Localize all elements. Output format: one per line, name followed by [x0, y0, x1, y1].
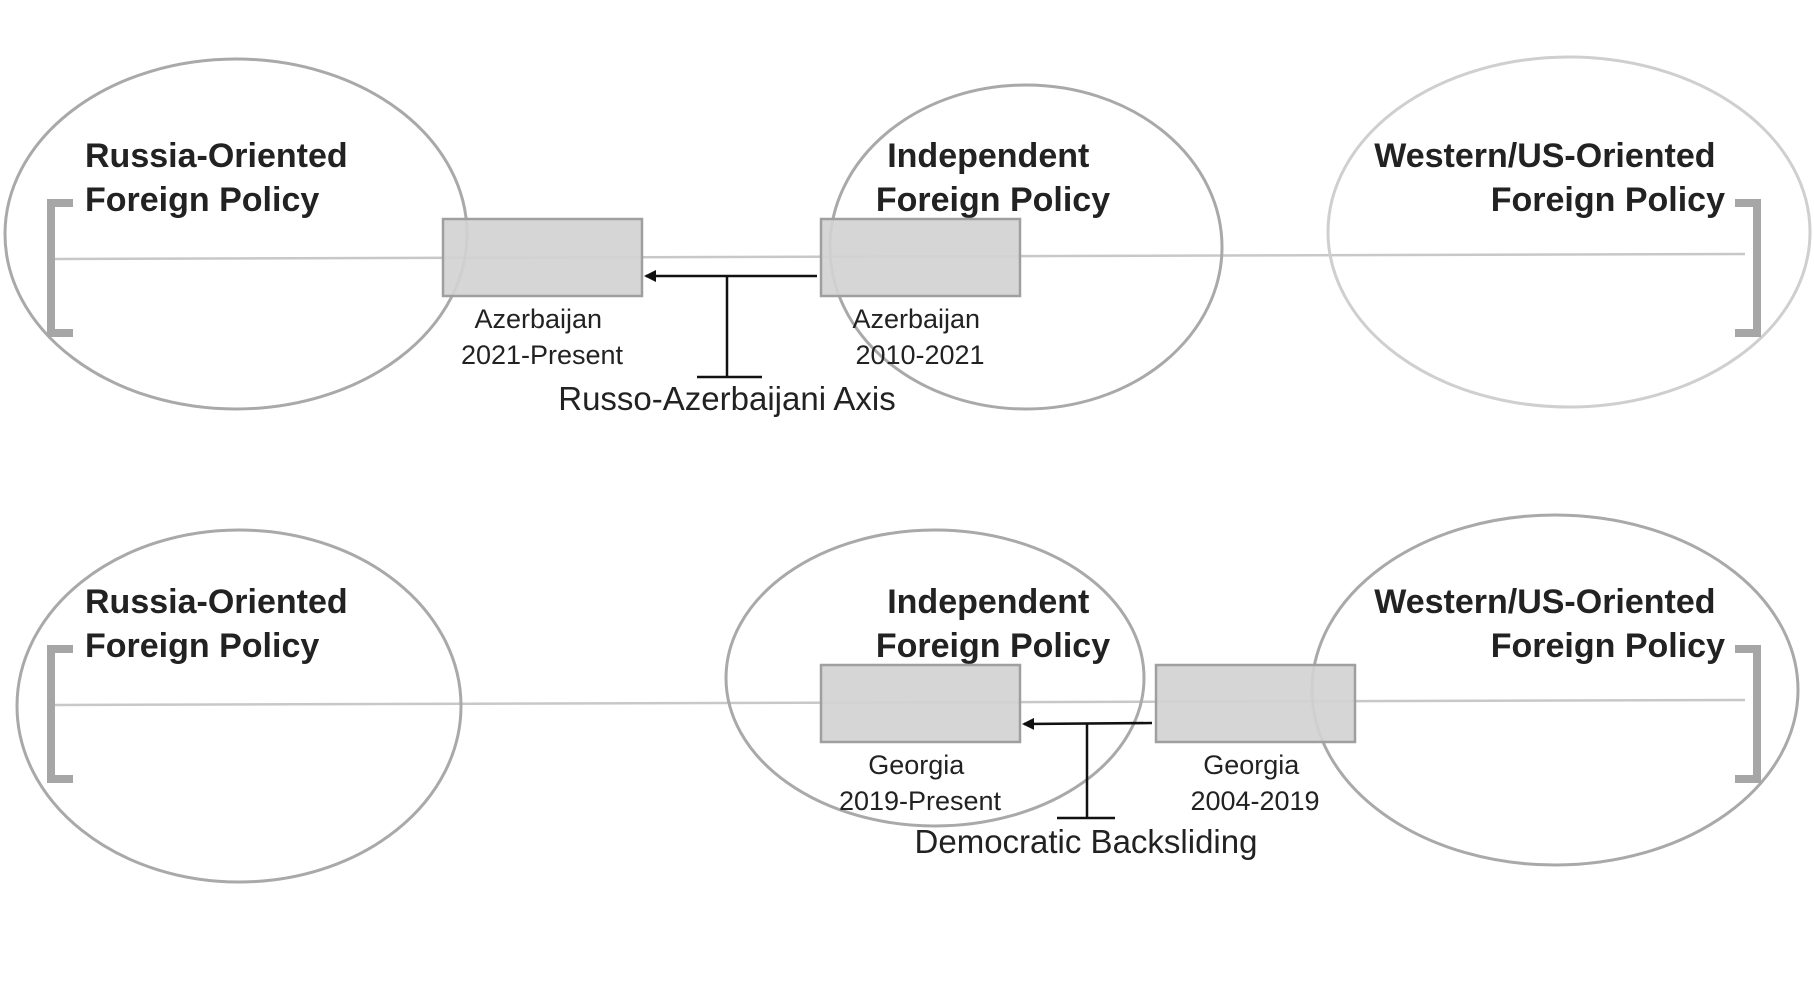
pole-label-western: Western/US-Oriented Foreign Policy [1374, 583, 1725, 665]
western-oriented-zone [1310, 513, 1800, 867]
panel-georgia: Russia-Oriented Foreign Policy Independe… [15, 513, 1800, 884]
driver-connector [1057, 723, 1115, 820]
position-box-georgia-2019-present [819, 663, 1022, 744]
pole-label-western: Western/US-Oriented Foreign Policy [1374, 137, 1725, 219]
right-bracket [1735, 199, 1761, 337]
left-bracket [47, 199, 73, 337]
russia-oriented-zone [3, 57, 469, 411]
position-box-azerbaijan-2021-present [441, 217, 644, 298]
pole-label-independent: Independent Foreign Policy [876, 137, 1110, 219]
right-bracket [1735, 645, 1761, 783]
driver-label: Russo-Azerbaijani Axis [558, 380, 895, 417]
pole-label-russia: Russia-Oriented Foreign Policy [85, 137, 357, 219]
pole-label-russia: Russia-Oriented Foreign Policy [85, 583, 357, 665]
western-oriented-zone [1326, 55, 1812, 409]
left-bracket [47, 645, 73, 783]
position-box-georgia-2004-2019 [1154, 663, 1357, 744]
panel-azerbaijan: Russia-Oriented Foreign Policy Independe… [3, 55, 1812, 417]
position-box-azerbaijan-2010-2021 [819, 217, 1022, 298]
position-label-azerbaijan-2021-present: Azerbaijan 2021-Present [461, 304, 624, 370]
russia-oriented-zone [15, 528, 463, 884]
position-label-azerbaijan-2010-2021: Azerbaijan 2010-2021 [852, 304, 987, 370]
pole-label-independent: Independent Foreign Policy [876, 583, 1110, 665]
driver-label: Democratic Backsliding [915, 823, 1258, 860]
position-label-georgia-2004-2019: Georgia 2004-2019 [1190, 750, 1319, 816]
position-label-georgia-2019-present: Georgia 2019-Present [839, 750, 1002, 816]
independent-zone [724, 528, 1146, 828]
driver-connector [697, 276, 762, 379]
